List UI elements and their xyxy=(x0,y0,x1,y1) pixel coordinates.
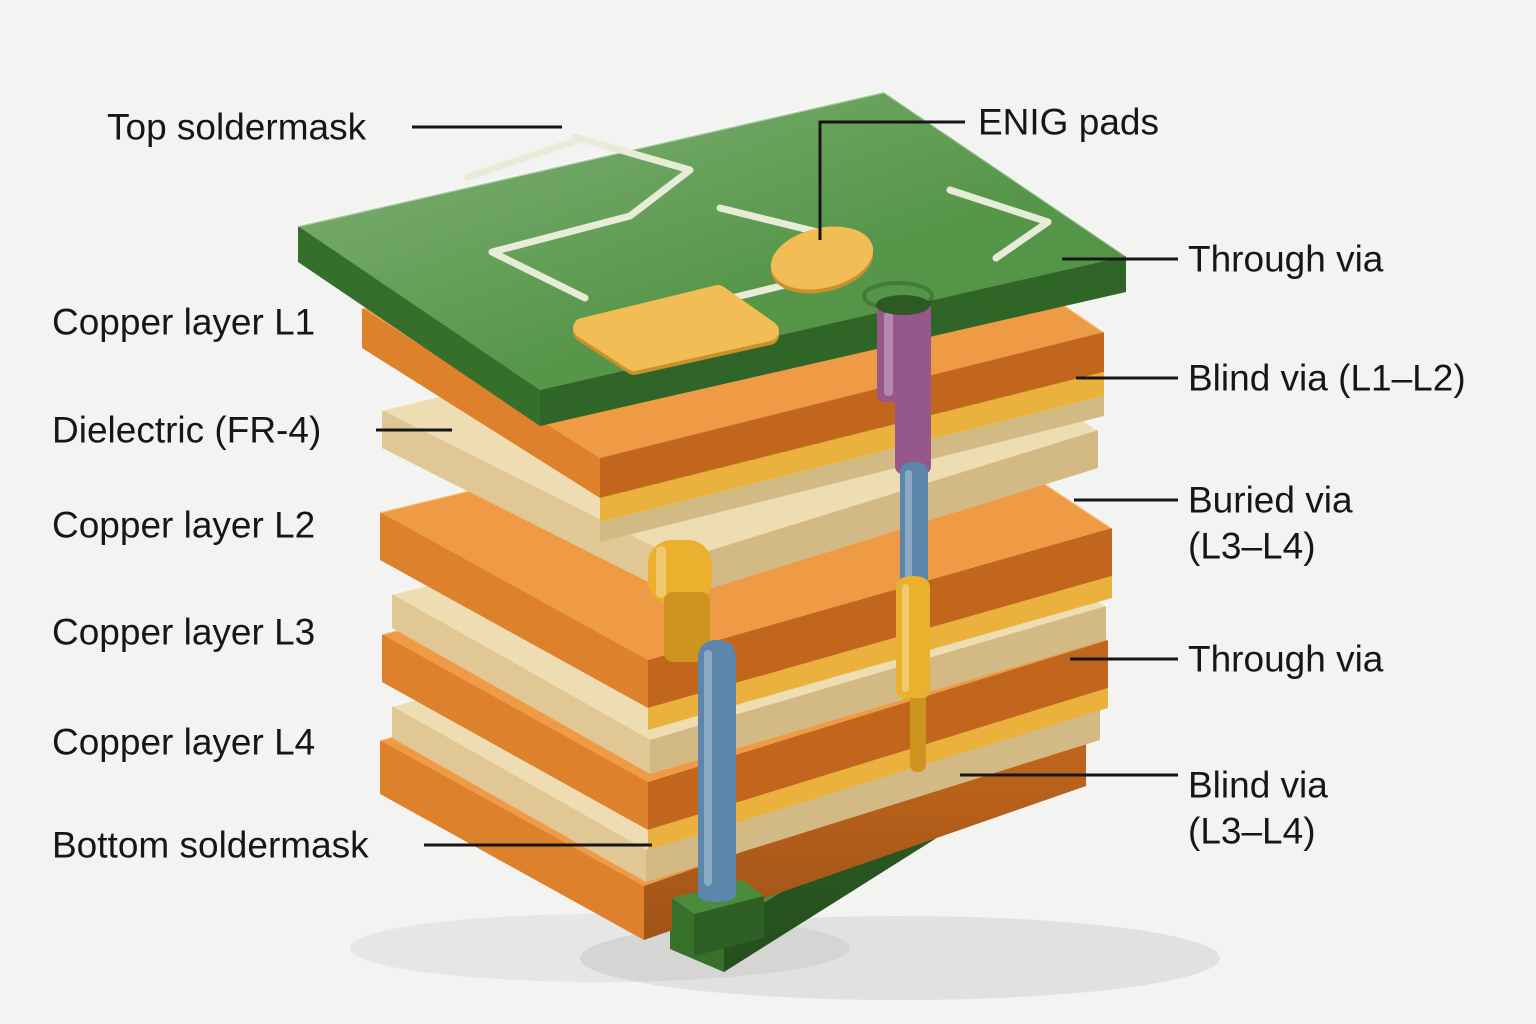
blind-via-gold-corner xyxy=(648,540,712,604)
label-blind-via-l1-l2: Blind via (L1–L2) xyxy=(1188,358,1466,399)
trace-line-1 xyxy=(488,133,694,302)
copper-l1-blind-via-gold-band xyxy=(600,372,1104,522)
label-blind-via-l3-l4-line1: Blind via xyxy=(1188,765,1328,806)
dielectric-2-right-face xyxy=(650,606,1106,774)
through-via-column xyxy=(862,281,934,772)
blind-via-blue-column xyxy=(698,640,736,902)
copper-l1-left-face xyxy=(362,308,600,498)
top-soldermask-right-face xyxy=(540,256,1126,426)
through-via-gold-segment xyxy=(896,576,930,700)
label-copper-layer-l2: Copper layer L2 xyxy=(52,505,315,546)
copper-l1-dielectric-band xyxy=(600,396,1104,542)
copper-l4-shading xyxy=(644,732,1086,940)
label-through-via-top: Through via xyxy=(1188,239,1384,280)
enig-pad-large xyxy=(573,285,779,371)
top-soldermask-sheen xyxy=(298,92,1126,390)
label-blind-via-l3-l4-line2: (L3–L4) xyxy=(1188,811,1316,852)
through-via-gold-highlight xyxy=(902,584,909,692)
dielectric-3-left-face xyxy=(392,706,646,882)
copper-l2-left-face xyxy=(380,512,648,708)
through-via-blue-highlight xyxy=(905,470,912,578)
copper-l4-left-face xyxy=(380,740,644,940)
copper-l2-right-face xyxy=(648,528,1112,708)
label-buried-via-line1: Buried via xyxy=(1188,480,1353,521)
through-via-purple-highlight xyxy=(884,312,893,396)
trace-line-4 xyxy=(946,186,1052,262)
dielectric-2-left-face xyxy=(392,594,650,774)
dielectric-3-right-face xyxy=(646,708,1100,882)
label-dielectric-fr4: Dielectric (FR-4) xyxy=(52,410,321,451)
blue-column-highlight xyxy=(704,650,712,886)
trace-line-3 xyxy=(464,136,582,181)
enig-pad-round xyxy=(770,226,874,290)
copper-l1-right-face xyxy=(600,332,1104,498)
through-via-gold-stub xyxy=(910,698,926,772)
label-through-via-bottom: Through via xyxy=(1188,639,1384,680)
top-board-notch-shadow xyxy=(876,295,930,315)
copper-l3-right-face xyxy=(648,640,1108,830)
copper-l2-buried-via-gold-band xyxy=(648,576,1112,730)
dielectric-1-left-face xyxy=(382,410,680,598)
through-via-purple-lower xyxy=(895,390,931,476)
gold-corner-highlight xyxy=(656,546,666,598)
label-enig-pads: ENIG pads xyxy=(978,102,1159,143)
label-bottom-soldermask: Bottom soldermask xyxy=(52,825,369,866)
label-copper-layer-l1: Copper layer L1 xyxy=(52,302,315,343)
top-soldermask-edge-highlight xyxy=(297,90,1127,258)
label-top-soldermask: Top soldermask xyxy=(107,107,367,148)
label-copper-layer-l4: Copper layer L4 xyxy=(52,722,315,763)
dielectric-1-right-face xyxy=(680,430,1098,598)
top-soldermask-left-face xyxy=(298,226,540,426)
left-labels: Top soldermask Copper layer L1 Dielectri… xyxy=(52,107,652,866)
copper-l3-left-face xyxy=(382,634,648,830)
corner-block-left-face xyxy=(672,898,694,956)
through-via-purple-upper xyxy=(877,306,931,402)
label-copper-layer-l3: Copper layer L3 xyxy=(52,612,315,653)
through-via-blue-segment xyxy=(900,462,928,588)
copper-l3-blind-via-gold-band xyxy=(648,688,1108,850)
leader-enig-pads xyxy=(818,120,965,240)
buried-via-gold-column xyxy=(664,592,710,662)
right-labels: ENIG pads Through via Blind via (L1–L2) … xyxy=(818,102,1466,852)
label-buried-via-line2: (L3–L4) xyxy=(1188,526,1316,567)
corner-via-column xyxy=(648,540,736,902)
layer-top-soldermask xyxy=(297,90,1127,426)
corner-block-right-face xyxy=(694,896,764,956)
